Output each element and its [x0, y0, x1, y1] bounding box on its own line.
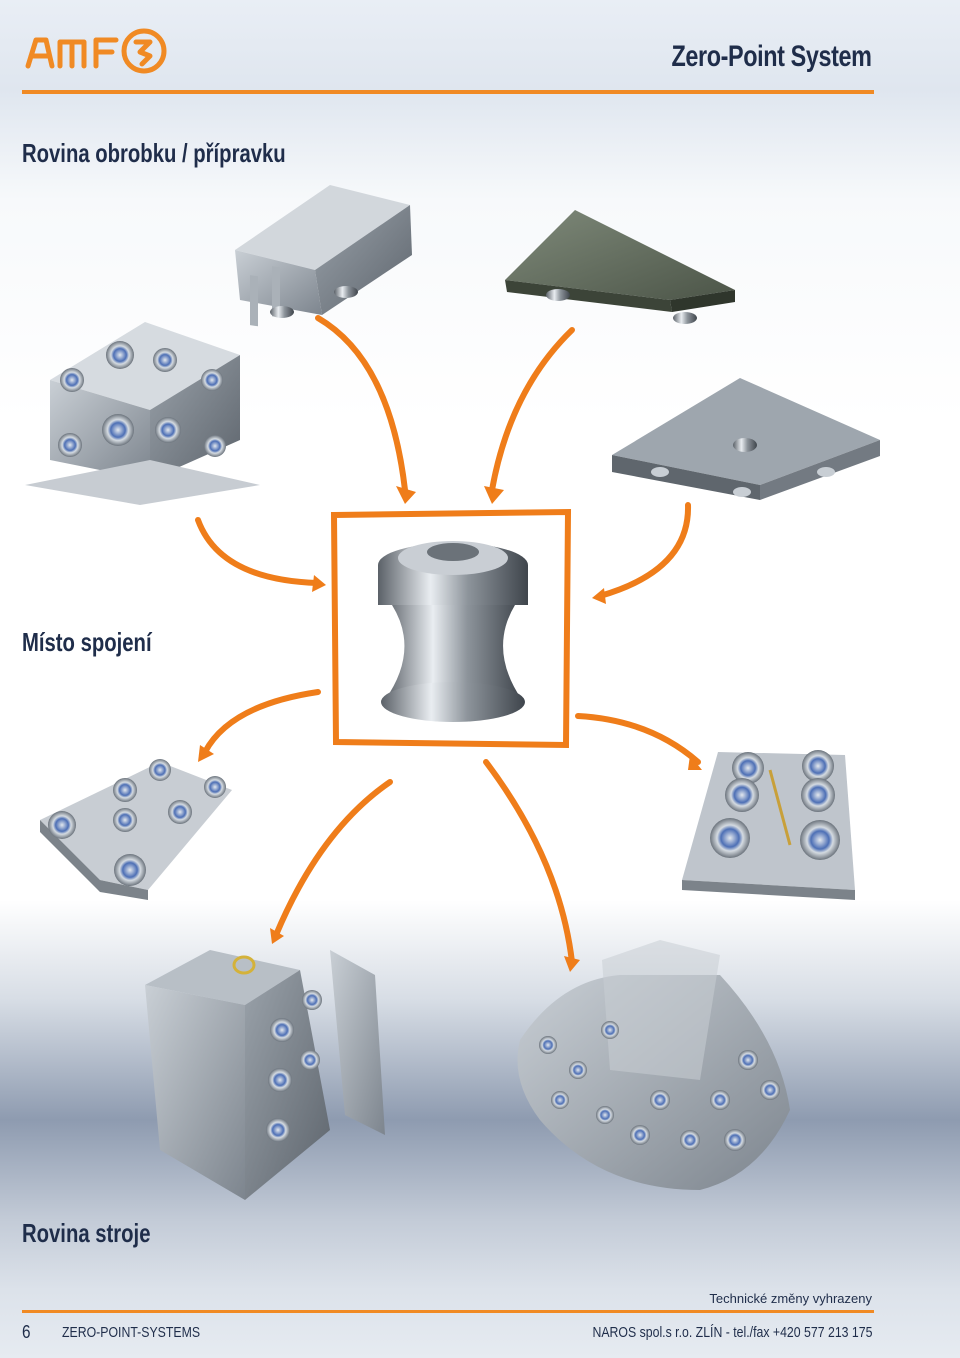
technical-changes-note: Technické změny vyhrazeny: [709, 1291, 872, 1306]
footer-brand: ZERO-POINT-SYSTEMS: [62, 1324, 201, 1341]
header-divider: [22, 90, 874, 94]
tombstone-fixture-icon: [145, 950, 385, 1200]
four-sided-cube-fixture-icon: [25, 322, 260, 505]
label-connection-point: Místo spojení: [22, 627, 152, 657]
label-workpiece-plane: Rovina obrobku / přípravku: [22, 138, 286, 168]
footer-contact: NAROS spol.s r.o. ZLÍN - tel./fax +420 5…: [592, 1324, 872, 1341]
amf-logo: amf: [25, 28, 167, 74]
square-pallet-plate-icon: [612, 378, 880, 500]
slotted-fixture-block-icon: [235, 185, 412, 327]
eight-module-base-plate-icon: [40, 759, 232, 900]
clamping-nipple-icon: [330, 508, 572, 749]
footer-divider: [22, 1310, 874, 1313]
round-multi-module-table-icon: [517, 940, 790, 1190]
green-fixture-plate-icon: [505, 210, 735, 324]
page-title: Zero-Point System: [671, 40, 873, 73]
label-machine-plane: Rovina stroje: [22, 1218, 151, 1248]
page-number: 6: [22, 1322, 31, 1342]
six-module-pallet-icon: [682, 750, 855, 900]
